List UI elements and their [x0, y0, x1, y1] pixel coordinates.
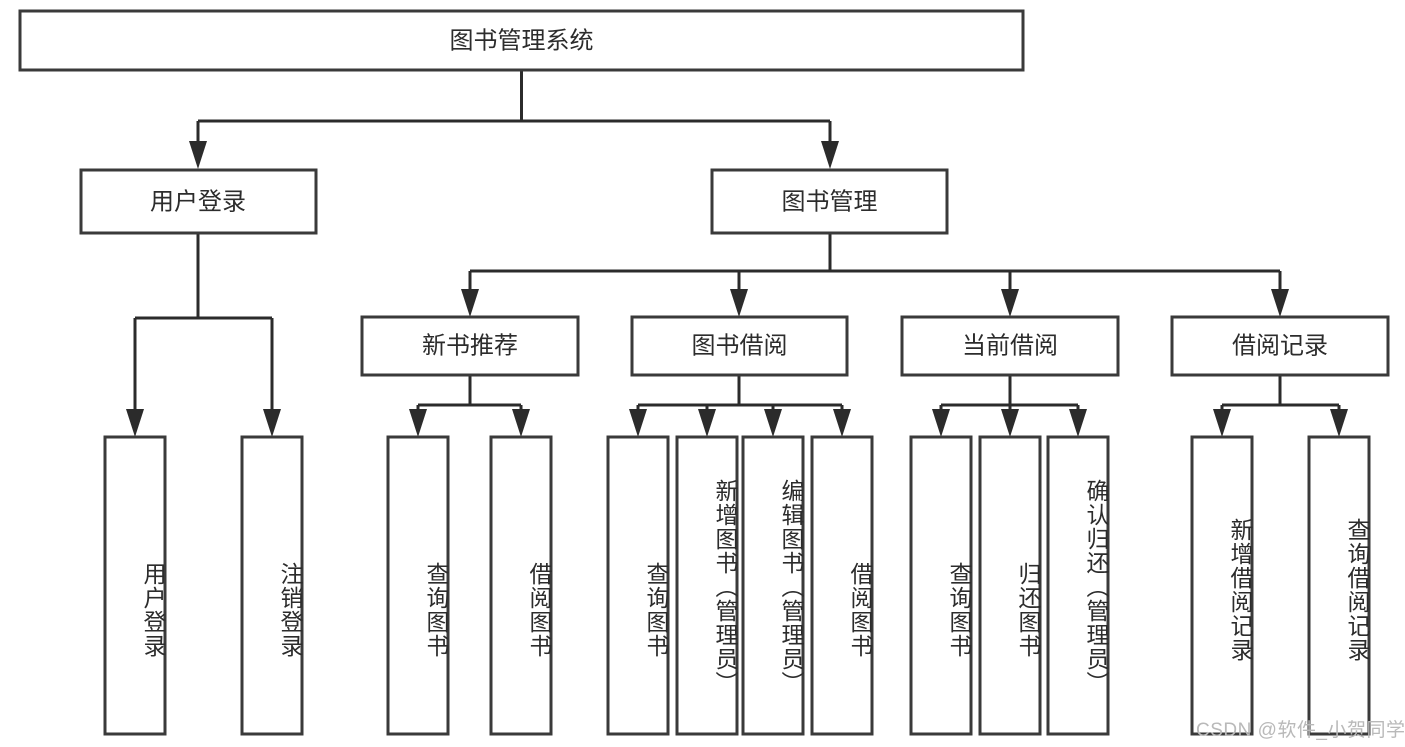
node-current-borrow-label: 当前借阅 — [962, 332, 1058, 359]
arrow-root-to-bookmgmt — [821, 141, 839, 169]
leaf-box-borrow-book-1[interactable] — [489, 435, 553, 736]
leaf-box-return-book[interactable] — [978, 435, 1042, 736]
csdn-watermark: CSDN @软件_小贺同学 — [1196, 720, 1405, 741]
arrow-newbook-child-1 — [409, 409, 427, 437]
leaf-boxes-book-borrow — [606, 435, 874, 736]
node-book-borrow-box[interactable] — [630, 315, 849, 377]
node-root-box[interactable] — [18, 9, 1025, 72]
leaf-box-query-book-1[interactable] — [386, 435, 450, 736]
arrow-login-child-1 — [126, 409, 144, 437]
node-new-book-recommend[interactable]: 新书推荐 — [360, 315, 580, 377]
node-borrow-records-box[interactable] — [1170, 315, 1390, 377]
leaf-box-borrow-book-2[interactable] — [810, 435, 874, 736]
arrow-root-to-login — [189, 141, 207, 169]
connector-group-newbook — [409, 375, 530, 437]
node-borrow-records[interactable]: 借阅记录 — [1170, 315, 1390, 377]
arrow-borrow-child-2 — [698, 409, 716, 437]
leaf-box-edit-book[interactable] — [741, 435, 805, 736]
arrow-borrow-child-1 — [629, 409, 647, 437]
leaf-box-query-record[interactable] — [1307, 435, 1371, 736]
leaf-box-query-book-2[interactable] — [606, 435, 670, 736]
node-new-book-recommend-label: 新书推荐 — [422, 332, 518, 359]
arrow-bookmgmt-to-newbook — [461, 289, 479, 317]
leaf-boxes-new-book-recommend — [386, 435, 553, 736]
connector-group-login — [126, 233, 281, 437]
node-book-management-label: 图书管理 — [782, 188, 878, 215]
leaf-boxes-login — [103, 435, 304, 736]
node-borrow-records-label: 借阅记录 — [1232, 332, 1328, 359]
leaf-box-add-book[interactable] — [675, 435, 739, 736]
connector-group-root — [189, 70, 839, 169]
node-user-login-label: 用户登录 — [150, 188, 246, 215]
node-book-borrow-label: 图书借阅 — [692, 332, 788, 359]
arrow-borrow-child-4 — [833, 409, 851, 437]
arrow-current-child-1 — [932, 409, 950, 437]
node-book-management-box[interactable] — [710, 168, 949, 235]
connector-group-records — [1213, 375, 1348, 437]
leaf-box-query-book-3[interactable] — [909, 435, 973, 736]
node-current-borrow-box[interactable] — [900, 315, 1120, 377]
arrow-login-child-2 — [263, 409, 281, 437]
arrow-bookmgmt-to-records — [1271, 289, 1289, 317]
node-new-book-recommend-box[interactable] — [360, 315, 580, 377]
node-root-label: 图书管理系统 — [450, 27, 594, 54]
connector-group-bookmgmt — [461, 233, 1289, 317]
connector-group-borrow — [629, 375, 851, 437]
arrow-current-child-3 — [1069, 409, 1087, 437]
node-user-login-box[interactable] — [79, 168, 318, 235]
arrow-current-child-2 — [1001, 409, 1019, 437]
arrow-bookmgmt-to-current — [1001, 289, 1019, 317]
arrow-bookmgmt-to-borrow — [730, 289, 748, 317]
node-user-login[interactable]: 用户登录 — [79, 168, 318, 235]
connector-group-current — [932, 375, 1087, 437]
node-book-management[interactable]: 图书管理 — [710, 168, 949, 235]
node-root[interactable]: 图书管理系统 — [18, 9, 1025, 72]
leaf-boxes-borrow-records — [1190, 435, 1371, 736]
leaf-box-confirm-return[interactable] — [1046, 435, 1110, 736]
arrow-records-child-2 — [1330, 409, 1348, 437]
arrow-records-child-1 — [1213, 409, 1231, 437]
leaf-boxes-current-borrow — [909, 435, 1110, 736]
arrow-newbook-child-2 — [512, 409, 530, 437]
arrow-borrow-child-3 — [764, 409, 782, 437]
node-book-borrow[interactable]: 图书借阅 — [630, 315, 849, 377]
node-current-borrow[interactable]: 当前借阅 — [900, 315, 1120, 377]
leaf-box-logout[interactable] — [240, 435, 304, 736]
leaf-box-user-login[interactable] — [103, 435, 167, 736]
leaf-box-add-record[interactable] — [1190, 435, 1254, 736]
